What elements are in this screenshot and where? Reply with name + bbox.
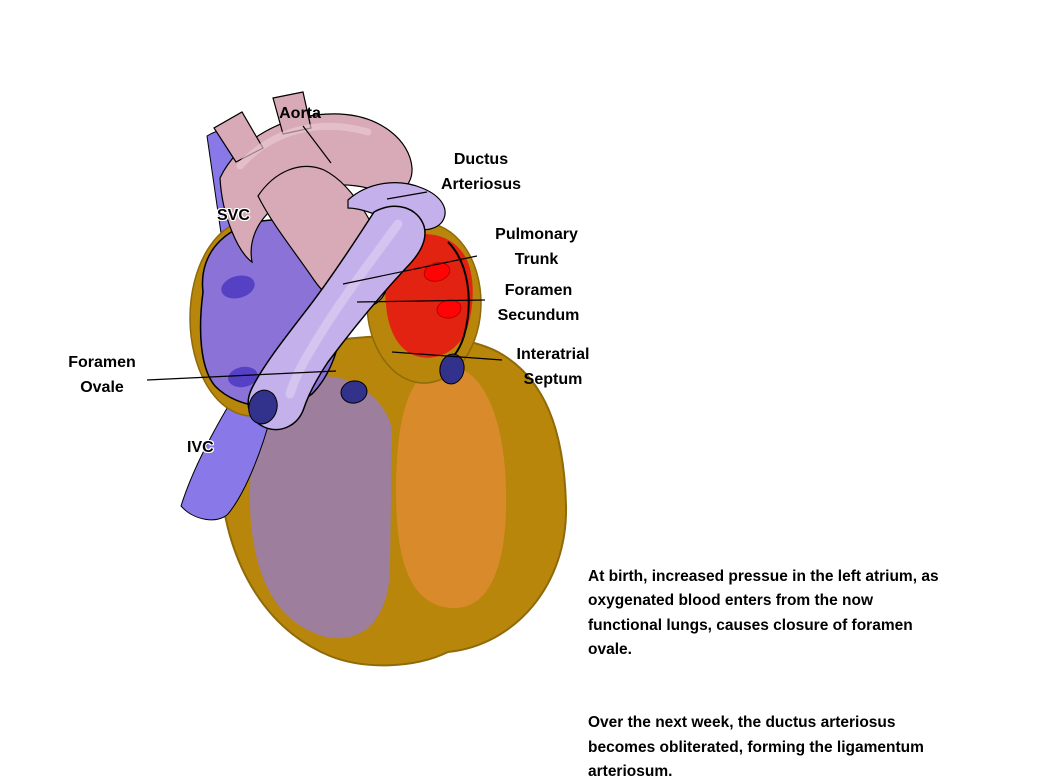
- aorta-highlight: [236, 122, 372, 170]
- leader-line-foramen-secundum: [356, 299, 486, 303]
- note-paragraph-ductus: Over the next week, the ductus arteriosu…: [588, 714, 924, 780]
- valve-right: [439, 353, 465, 385]
- left-ventricle-inner: [249, 376, 392, 639]
- leader-line-foramen-ovale: [146, 370, 337, 381]
- valve-left: [248, 389, 278, 425]
- label-interatrial-septum: Interatrial Septum: [516, 346, 590, 388]
- ivc-vessel: [180, 397, 273, 521]
- leader-line-interatrial-septum: [391, 351, 503, 361]
- right-atrium-spot-lower: [228, 366, 258, 388]
- label-ivc: IVC: [187, 439, 214, 456]
- right-ventricle-inner: [396, 365, 507, 609]
- label-foramen-ovale: Foramen Ovale: [68, 354, 136, 396]
- notes-block: At birth, increased pressue in the left …: [588, 540, 1024, 780]
- leader-line-aorta: [302, 125, 332, 164]
- note-paragraph-birth: At birth, increased pressue in the left …: [588, 567, 939, 659]
- label-pulmonary-trunk: Pulmonary Trunk: [495, 226, 578, 268]
- label-aorta: Aorta: [279, 105, 321, 122]
- label-svc: SVC: [217, 207, 250, 224]
- leader-line-pulmonary-trunk: [342, 255, 478, 285]
- left-atrium-spot-upper: [423, 262, 451, 282]
- leader-line-ductus-arteriosus: [386, 191, 428, 200]
- pulmonary-trunk-highlight: [285, 219, 403, 399]
- pulmonary-trunk-shape: [247, 205, 426, 431]
- valve-center: [340, 380, 368, 404]
- right-atrium-spot-upper: [221, 275, 255, 299]
- label-ductus-arteriosus: Ductus Arteriosus: [440, 151, 522, 193]
- label-foramen-secundum: Foramen Secundum: [497, 282, 580, 324]
